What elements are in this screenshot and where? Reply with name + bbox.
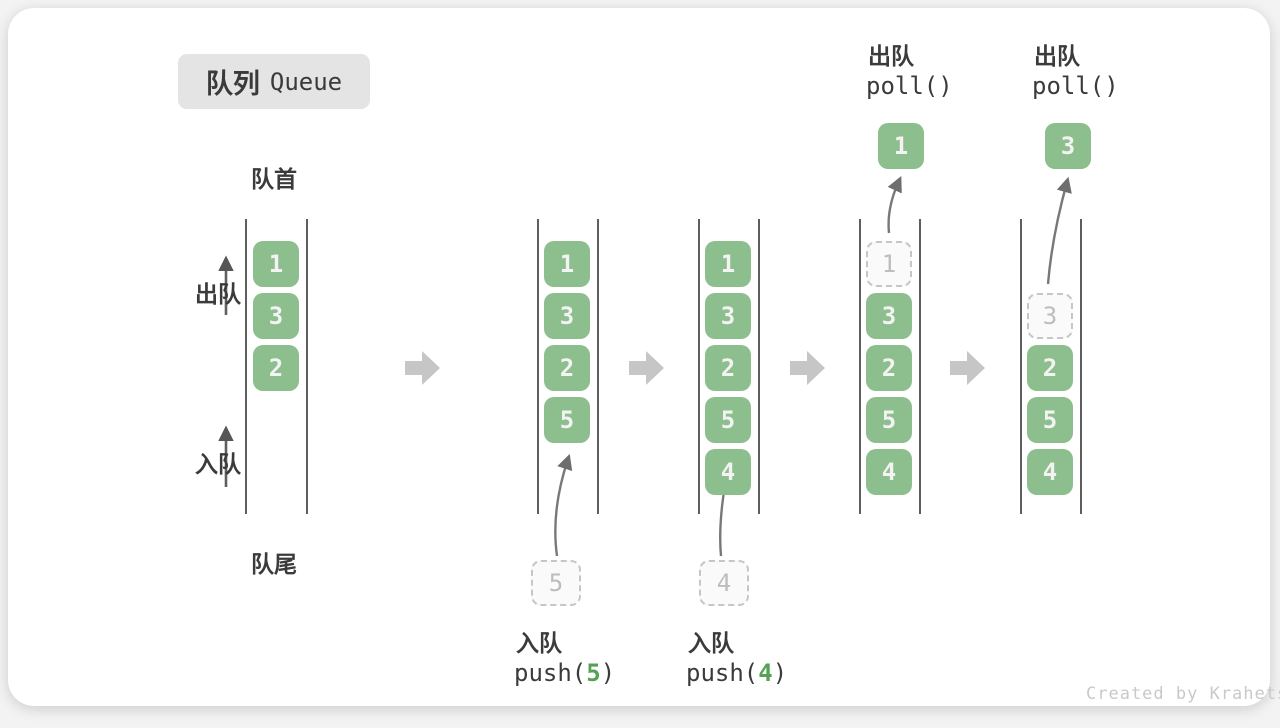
ghost-cell: 1 bbox=[866, 241, 912, 287]
queue-cell: 3 bbox=[866, 293, 912, 339]
queue-cell: 2 bbox=[1027, 345, 1073, 391]
title-badge: 队列 Queue bbox=[178, 54, 370, 109]
queue-wall bbox=[245, 219, 247, 514]
code-push4: push(4) bbox=[686, 659, 787, 687]
title-en: Queue bbox=[269, 67, 343, 96]
queue-cell: 5 bbox=[1027, 397, 1073, 443]
watermark: Created by Krahets bbox=[1086, 684, 1280, 704]
queue-diagram-card: 队列 Queue 队首 队尾 出队 入队 1 3 2 1 3 2 5 5 入队 … bbox=[8, 8, 1280, 706]
queue-cell: 4 bbox=[866, 449, 912, 495]
queue-wall bbox=[597, 219, 599, 514]
queue-wall bbox=[1080, 219, 1082, 514]
code-push4-post: ) bbox=[772, 659, 788, 687]
queue-cell: 2 bbox=[705, 345, 751, 391]
code-push4-pre: push( bbox=[686, 659, 759, 687]
queue-cell: 2 bbox=[253, 345, 299, 391]
queue-cell: 3 bbox=[705, 293, 751, 339]
queue-cell: 1 bbox=[705, 241, 751, 287]
right-arrow-icon bbox=[790, 351, 825, 385]
queue-wall bbox=[919, 219, 921, 514]
queue-cell: 2 bbox=[866, 345, 912, 391]
label-dequeue-op: 出队 bbox=[868, 43, 914, 69]
queue-cell: 5 bbox=[866, 397, 912, 443]
queue-cell: 5 bbox=[544, 397, 590, 443]
label-dequeue-op: 出队 bbox=[1034, 43, 1080, 69]
code-poll1: poll() bbox=[866, 72, 953, 100]
label-dequeue-side: 出队 bbox=[195, 281, 241, 307]
right-arrow-icon bbox=[405, 351, 440, 385]
poll1-curve-arrow-icon bbox=[887, 176, 902, 234]
queue-wall bbox=[698, 219, 700, 514]
title-zh: 队列 bbox=[205, 69, 260, 99]
label-enqueue-op: 入队 bbox=[688, 630, 734, 656]
queue-cell: 2 bbox=[544, 345, 590, 391]
staged-value-box: 5 bbox=[531, 560, 581, 606]
queue-cell: 5 bbox=[705, 397, 751, 443]
poll2-curve-arrow-icon bbox=[1046, 176, 1072, 285]
dequeued-value-box: 1 bbox=[878, 123, 924, 169]
ghost-cell: 3 bbox=[1027, 293, 1073, 339]
queue-wall bbox=[306, 219, 308, 514]
queue-wall bbox=[859, 219, 861, 514]
code-push4-arg: 4 bbox=[758, 659, 773, 687]
queue-wall bbox=[537, 219, 539, 514]
code-poll2: poll() bbox=[1032, 72, 1119, 100]
right-arrow-icon bbox=[629, 351, 664, 385]
label-queue-front: 队首 bbox=[251, 166, 297, 192]
queue-cell: 4 bbox=[1027, 449, 1073, 495]
label-enqueue-side: 入队 bbox=[195, 451, 241, 477]
queue-cell: 1 bbox=[253, 241, 299, 287]
dequeued-value-box: 3 bbox=[1045, 123, 1091, 169]
right-arrow-icon bbox=[950, 351, 985, 385]
queue-wall bbox=[1020, 219, 1022, 514]
queue-cell: 3 bbox=[253, 293, 299, 339]
queue-cell: 4 bbox=[705, 449, 751, 495]
code-push5-pre: push( bbox=[514, 659, 587, 687]
queue-cell: 3 bbox=[544, 293, 590, 339]
staged-value-box: 4 bbox=[699, 560, 749, 606]
code-push5-arg: 5 bbox=[586, 659, 601, 687]
label-enqueue-op: 入队 bbox=[516, 630, 562, 656]
code-push5: push(5) bbox=[514, 659, 615, 687]
queue-cell: 1 bbox=[544, 241, 590, 287]
code-push5-post: ) bbox=[600, 659, 616, 687]
push5-curve-arrow-icon bbox=[554, 453, 573, 557]
queue-wall bbox=[758, 219, 760, 514]
label-queue-rear: 队尾 bbox=[251, 551, 297, 577]
